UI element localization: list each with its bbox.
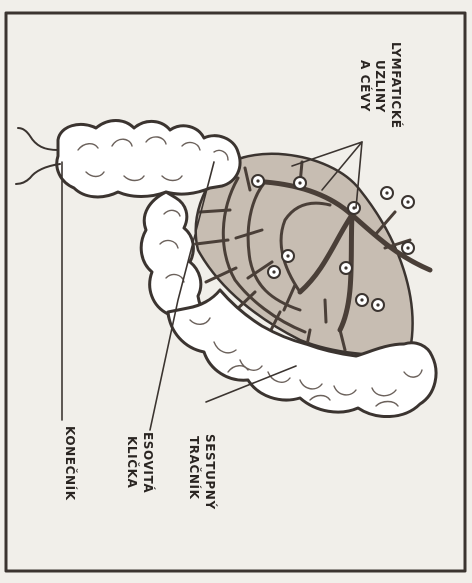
label-descending-line2: TRAČNÍK: [187, 436, 202, 500]
rectum-end: [16, 128, 60, 184]
label-rectum-text: KONEČNÍK: [63, 426, 78, 501]
label-lymph-line3: A CÉVY: [358, 60, 373, 112]
label-descending-line1: SESTUPNÝ: [203, 434, 218, 510]
label-lymph-line2: UZLINY: [373, 60, 387, 113]
label-lymph-nodes: LYMFATICKÉ UZLINY A CÉVY: [358, 42, 404, 129]
label-sigmoid-colon: ESOVITÁ KLIČKA: [125, 432, 156, 493]
label-sigmoid-line2: KLIČKA: [125, 436, 140, 489]
label-sigmoid-line1: ESOVITÁ: [141, 432, 156, 493]
label-lymph-line1: LYMFATICKÉ: [389, 42, 404, 129]
label-rectum: KONEČNÍK: [63, 426, 78, 501]
label-descending-colon: SESTUPNÝ TRAČNÍK: [187, 434, 218, 510]
rectum: [57, 121, 240, 197]
